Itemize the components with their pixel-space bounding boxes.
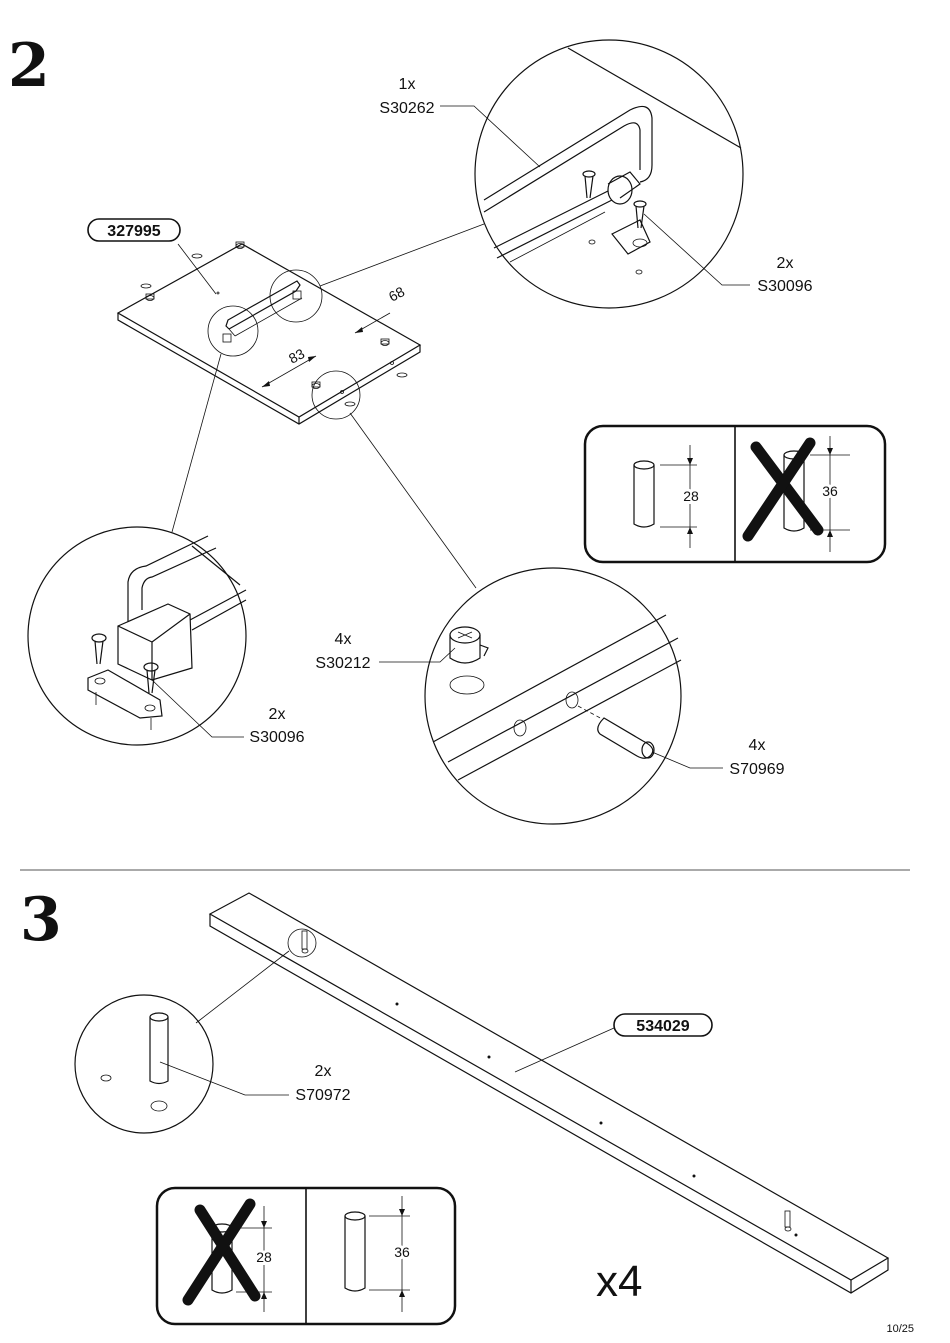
- zoom-bracket-detail: [27, 526, 247, 746]
- cross-mark-icon: [182, 1198, 261, 1306]
- wrong-length-36: 36: [822, 483, 838, 499]
- step-3-number: 3: [20, 885, 62, 955]
- callout-dowel-step2: 4x S70969: [651, 737, 785, 778]
- svg-text:534029: 534029: [636, 1018, 689, 1035]
- svg-text:1x: 1x: [399, 76, 416, 93]
- zoom-cam-dowel-detail: [424, 567, 682, 825]
- svg-text:28: 28: [256, 1249, 272, 1265]
- callout-screw-top: 2x S30096: [643, 213, 813, 295]
- svg-text:S30096: S30096: [757, 278, 812, 295]
- part-label-534029: 534029: [514, 1013, 713, 1073]
- callout-cam-lock: 4x S30212: [315, 631, 456, 672]
- page-number: 10/25: [886, 1323, 914, 1335]
- right-length-36: 36: [394, 1244, 410, 1260]
- dimension-68: 68: [386, 283, 407, 305]
- length-check-box-step3: 28 28 36 36: [155, 1186, 457, 1326]
- svg-text:S30262: S30262: [379, 100, 434, 117]
- cross-mark-icon: [742, 437, 824, 542]
- svg-text:S30212: S30212: [315, 655, 370, 672]
- svg-text:4x: 4x: [749, 737, 766, 754]
- zoom-handle-detail: [474, 39, 744, 309]
- svg-text:36: 36: [394, 1244, 410, 1260]
- wrong-length-28: 28: [256, 1249, 272, 1265]
- callout-screw-left: 2x S30096: [151, 679, 305, 746]
- svg-text:S70969: S70969: [729, 761, 784, 778]
- callout-dowel-step3: 2x S70972: [245, 1063, 351, 1104]
- svg-text:4x: 4x: [335, 631, 352, 648]
- svg-text:2x: 2x: [269, 706, 286, 723]
- quantity-multiplier: x4: [596, 1257, 642, 1306]
- length-check-box-step2: 28 28 36 36: [583, 424, 887, 564]
- svg-text:2x: 2x: [777, 255, 794, 272]
- svg-text:327995: 327995: [107, 223, 160, 240]
- zoom-dowel-step3: [74, 994, 246, 1134]
- step-2-number: 2: [8, 31, 50, 101]
- svg-text:S70972: S70972: [295, 1087, 350, 1104]
- panel-327995-drawing: [116, 241, 422, 425]
- callout-handle-bar: 1x S30262: [379, 76, 541, 168]
- rail-534029-drawing: [208, 892, 890, 1294]
- svg-text:36: 36: [822, 483, 838, 499]
- right-length-28: 28: [683, 488, 699, 504]
- svg-text:S30096: S30096: [249, 729, 304, 746]
- part-label-327995: 327995: [87, 218, 217, 295]
- svg-text:2x: 2x: [315, 1063, 332, 1080]
- svg-text:28: 28: [683, 488, 699, 504]
- dimension-83: 83: [286, 345, 307, 367]
